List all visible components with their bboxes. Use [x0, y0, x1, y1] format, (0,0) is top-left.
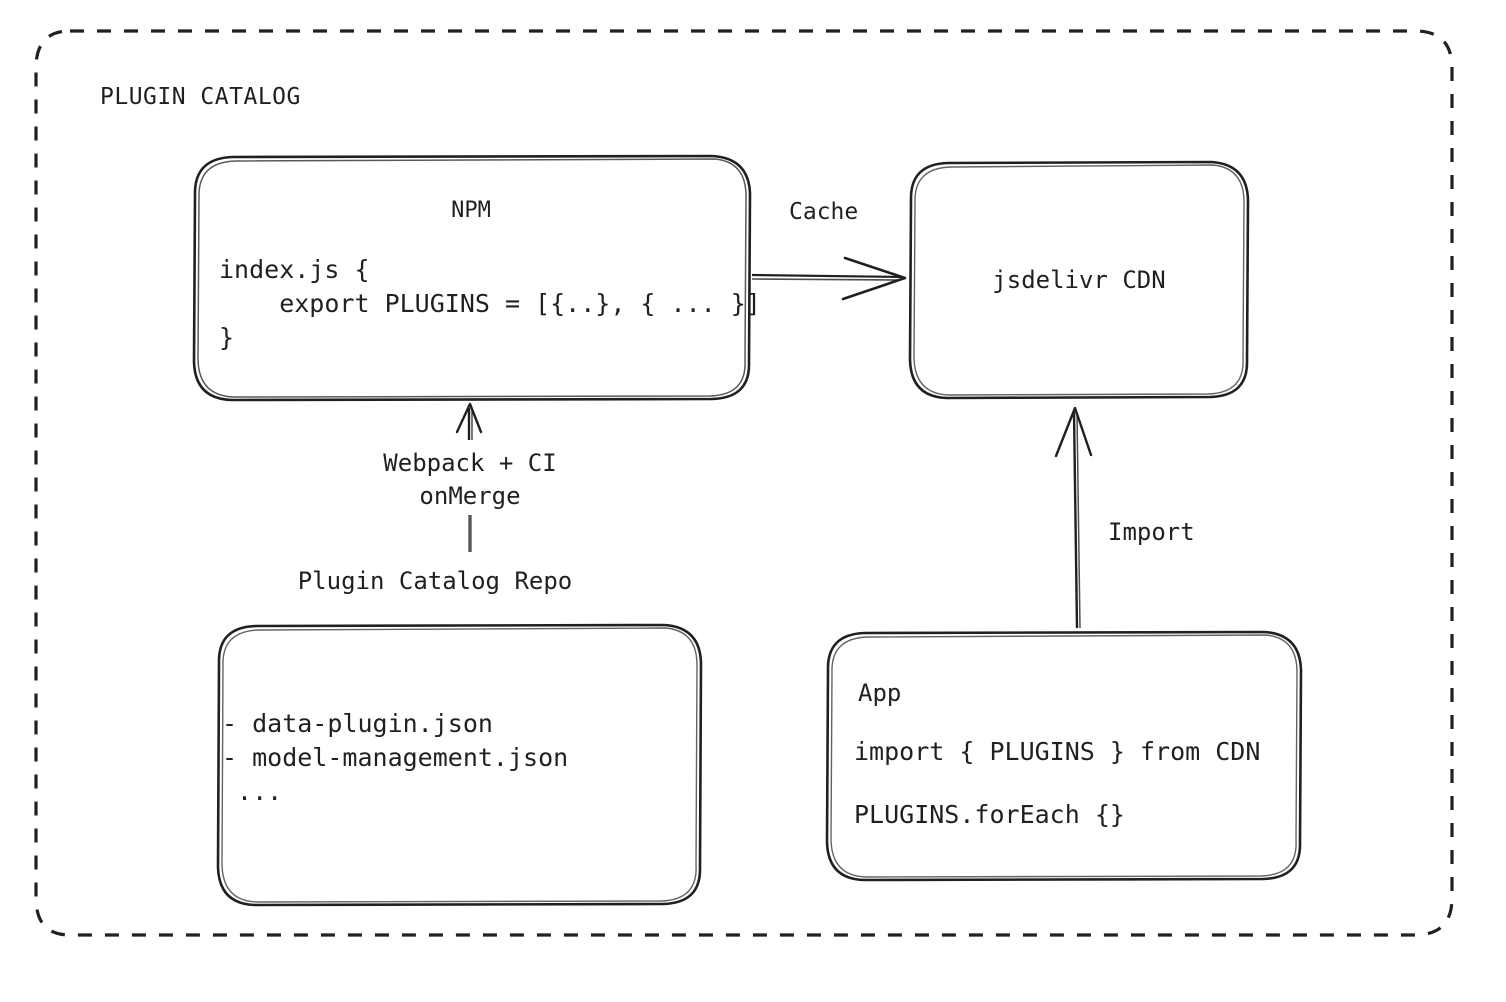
- node-app-shape: [825, 630, 1303, 882]
- edge-build-arrow: [455, 402, 483, 552]
- group-title: PLUGIN CATALOG: [100, 84, 301, 110]
- node-app-code-import: import { PLUGINS } from CDN: [854, 737, 1261, 766]
- edge-cache-label: Cache: [789, 199, 859, 225]
- node-npm-code: index.js { export PLUGINS = [{..}, { ...…: [219, 255, 761, 352]
- node-cdn-title: jsdelivr CDN: [992, 266, 1166, 294]
- edge-import-arrow: [1054, 406, 1093, 629]
- node-cdn-shape: [908, 160, 1250, 400]
- group-container-border: [34, 29, 1454, 937]
- edge-cache-arrow: [751, 256, 907, 301]
- node-npm-shape: [192, 154, 752, 402]
- edge-build-label: Webpack + CI onMerge: [383, 449, 557, 511]
- node-repo-items: - data-plugin.json - model-management.js…: [222, 709, 569, 806]
- edge-import-label: Import: [1108, 518, 1195, 546]
- node-repo-caption: Plugin Catalog Repo: [297, 567, 573, 595]
- node-repo-shape: [216, 623, 703, 907]
- node-app-title: App: [858, 679, 902, 707]
- node-app-code-foreach: PLUGINS.forEach {}: [854, 800, 1125, 829]
- node-npm-title: NPM: [451, 198, 491, 223]
